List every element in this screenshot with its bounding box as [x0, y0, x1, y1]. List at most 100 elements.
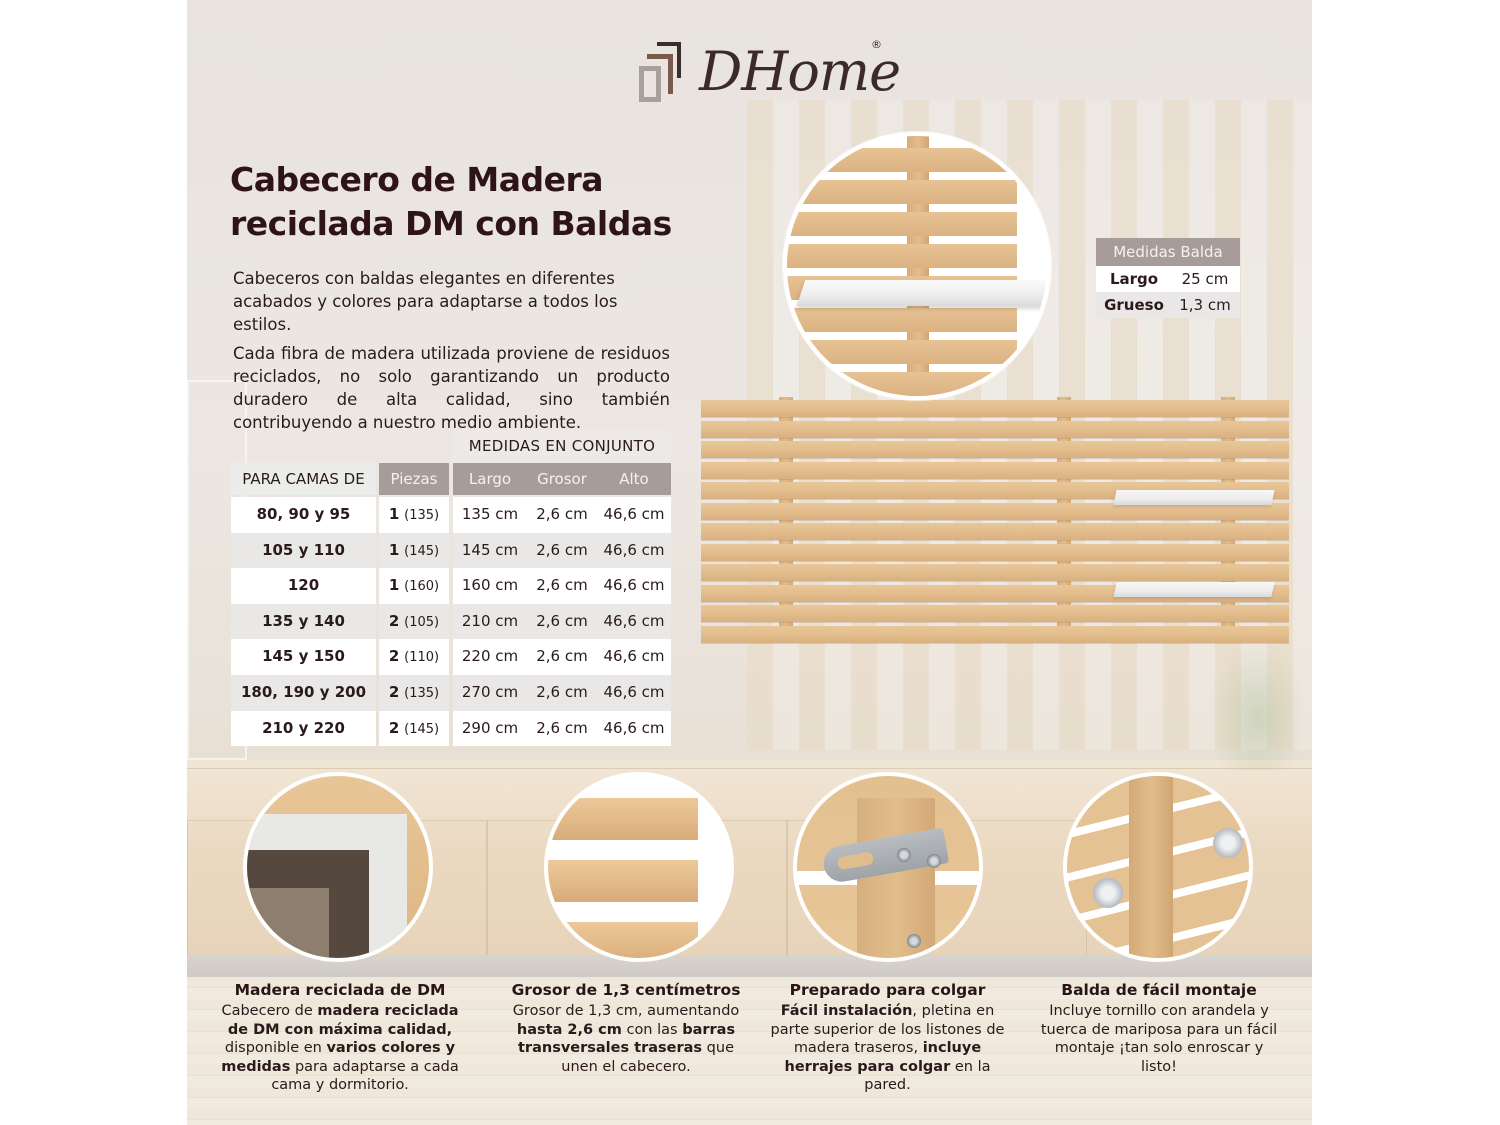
pieces-size: (135) [404, 508, 440, 523]
cell-thickness: 2,6 cm [536, 576, 588, 595]
cell-pieces: 1 (145) [379, 532, 449, 569]
feature-description: Grosor de 1,3 cm, aumentando hasta 2,6 c… [512, 1003, 740, 1075]
headboard-shelf [1113, 490, 1275, 505]
cell-pieces: 2 (110) [379, 639, 449, 675]
cell-thickness: 2,6 cm [536, 540, 588, 559]
feature-description: Incluye tornillo con arandela y tuerca d… [1040, 1003, 1278, 1075]
title-line-2: reciclada DM con Baldas [230, 204, 672, 243]
headboard-slat [701, 605, 1289, 622]
cell-pieces: 1 (160) [379, 568, 449, 604]
cell-thickness: 2,6 cm [536, 682, 588, 701]
headboard-shelf [1113, 582, 1275, 597]
background-plant [1207, 640, 1307, 770]
cell-height: 46,6 cm [603, 611, 665, 630]
headboard-slat [701, 441, 1289, 458]
shelf-measure-row: Largo 25 cm [1096, 266, 1240, 292]
shelf-circle-slat [787, 372, 1017, 396]
cell-height: 46,6 cm [603, 505, 665, 523]
brand-logo: DHome ® [637, 38, 901, 110]
pieces-size: (110) [404, 650, 440, 666]
pieces-size: (160) [404, 579, 440, 595]
feature-description: Fácil instalación, pletina en parte supe… [770, 1003, 1005, 1093]
headboard-slat [701, 625, 1289, 643]
intro-paragraph-2: Cada fibra de madera utilizada proviene … [233, 344, 670, 432]
pieces-count: 1 [388, 576, 400, 595]
feature-ready-to-hang: Preparado para colgar Fácil instalación,… [765, 980, 1010, 1095]
pieces-count: 1 [388, 505, 400, 523]
cell-beds: 180, 190 y 200 [231, 674, 376, 711]
shelf-measure-label: Largo [1109, 270, 1159, 288]
header-pieces: Piezas [379, 463, 449, 495]
feature-easy-shelf-assembly: Balda de fácil montaje Incluye tornillo … [1035, 980, 1283, 1076]
cell-beds: 80, 90 y 95 [231, 497, 376, 533]
headboard-slat [701, 543, 1289, 561]
pieces-size: (105) [404, 614, 440, 630]
shelf-measure-label: Grueso [1104, 296, 1164, 314]
shelf-board [796, 280, 1047, 306]
headboard-slat [701, 400, 1289, 417]
cell-beds: 105 y 110 [231, 532, 376, 569]
cell-height: 46,6 cm [603, 576, 665, 595]
cell-thickness: 2,6 cm [536, 611, 588, 630]
pieces-count: 2 [388, 718, 400, 737]
title-line-1: Cabecero de Madera [230, 160, 604, 199]
wood-finishes-swatch-icon [243, 772, 433, 962]
cell-length: 270 cm [461, 682, 519, 701]
cell-thickness: 2,6 cm [536, 718, 588, 737]
headboard-slat [701, 420, 1289, 438]
pieces-count: 2 [388, 682, 400, 701]
shelf-circle-slat [787, 212, 1017, 236]
headboard-illustration [701, 392, 1289, 644]
cell-pieces: 1 (135) [379, 497, 449, 533]
feature-thickness: Grosor de 1,3 centímetros Grosor de 1,3 … [501, 980, 751, 1076]
pieces-size: (145) [404, 721, 440, 737]
cell-length: 220 cm [461, 647, 519, 666]
headboard-slat [701, 523, 1289, 540]
background-floor [187, 955, 1312, 1125]
feature-title: Grosor de 1,3 centímetros [511, 981, 741, 999]
shelf-circle-slat [787, 308, 1017, 332]
feature-recycled-wood: Madera reciclada de DM Cabecero de mader… [215, 980, 465, 1095]
registered-mark: ® [871, 38, 882, 51]
shelf-circle-slat [787, 340, 1017, 364]
wingnut-washer-detail-icon [1063, 772, 1253, 962]
product-infographic: DHome ® Cabecero de Madera reciclada DM … [187, 0, 1312, 1125]
cell-beds: 210 y 220 [231, 710, 376, 747]
size-table-header-row: PARA CAMAS DE Piezas Largo Grosor Alto [231, 463, 671, 495]
cell-pieces: 2 (145) [379, 710, 449, 747]
cell-length: 145 cm [461, 540, 519, 559]
cell-beds: 120 [231, 568, 376, 604]
header-beds: PARA CAMAS DE [231, 463, 376, 495]
shelf-measure-value: 1,3 cm [1179, 296, 1231, 314]
shelf-circle-slat [787, 180, 1017, 204]
pieces-size: (135) [404, 685, 440, 701]
shelf-circle-slat [787, 148, 1017, 172]
cell-length: 210 cm [461, 611, 519, 630]
feature-title: Balda de fácil montaje [1061, 981, 1257, 999]
shelf-measures-header: Medidas Balda [1096, 238, 1240, 266]
size-table-group-header: MEDIDAS EN CONJUNTO [453, 430, 671, 463]
cell-beds: 135 y 140 [231, 603, 376, 640]
shelf-measures-table: Medidas Balda Largo 25 cm Grueso 1,3 cm [1096, 238, 1240, 318]
background-rug [187, 955, 1312, 977]
feature-description: Cabecero de madera reciclada de DM con m… [221, 1003, 459, 1093]
cell-pieces: 2 (105) [379, 603, 449, 640]
cell-beds: 145 y 150 [231, 639, 376, 675]
cell-dimensions: 210 cm 2,6 cm 46,6 cm [453, 603, 671, 640]
shelf-measure-row: Grueso 1,3 cm [1096, 292, 1240, 318]
headboard-slat [701, 461, 1289, 479]
pieces-count: 2 [388, 611, 400, 630]
page-title: Cabecero de Madera reciclada DM con Bald… [230, 158, 680, 246]
intro-text: Cabeceros con baldas elegantes en difere… [233, 267, 670, 440]
cell-length: 135 cm [461, 505, 519, 523]
